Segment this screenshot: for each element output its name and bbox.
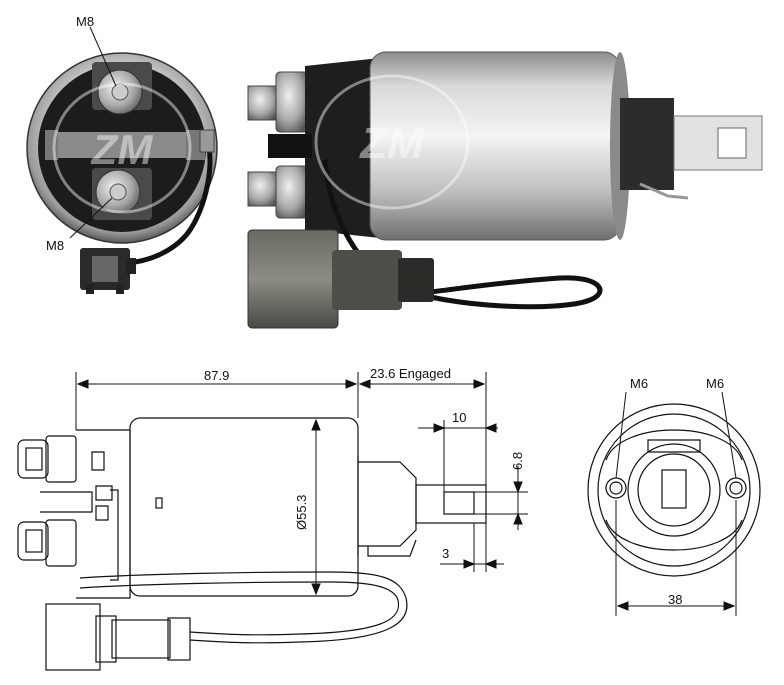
stud-top-label: M8: [76, 14, 94, 29]
end-view-photo: ZM: [26, 52, 218, 294]
mount-hole-left: [605, 477, 627, 499]
hole-left-label: M6: [630, 376, 648, 391]
length-label: 87.9: [204, 368, 229, 383]
dimension-tab-length: 10: [418, 410, 498, 492]
side-drawing: [17, 417, 487, 671]
tab-offset-label: 3: [442, 546, 449, 561]
diameter-label: Ø55.3: [294, 495, 309, 530]
end-drawing: [587, 403, 761, 577]
can-outline: [129, 417, 359, 597]
callout-hole-right: M6: [706, 376, 737, 479]
dimension-diameter: Ø55.3: [294, 418, 321, 596]
connector-side-view: [247, 229, 434, 329]
connector-end-view: [80, 248, 136, 294]
hole-right-label: M6: [706, 376, 724, 391]
svg-text:ZM: ZM: [91, 126, 154, 173]
watermark-logo: ZM: [52, 82, 192, 214]
dimension-hole-spacing: 38: [615, 500, 737, 616]
dimension-tab-offset: 3: [440, 523, 504, 572]
watermark-logo-side: ZM: [314, 74, 470, 210]
mount-hole-right: [725, 477, 747, 499]
callout-hole-left: M6: [615, 376, 648, 479]
callout-stud-top: M8: [76, 14, 117, 87]
tab-width-label: 6.8: [510, 452, 525, 470]
tab-length-label: 10: [452, 410, 466, 425]
dimension-length: 87.9: [75, 368, 359, 430]
dimension-plunger-travel: 23.6 Engaged: [358, 366, 487, 485]
svg-text:ZM: ZM: [358, 119, 425, 168]
dimension-tab-width: 6.8: [474, 452, 528, 530]
stud-bottom-label: M8: [46, 238, 64, 253]
hole-spacing-label: 38: [668, 592, 682, 607]
plunger-travel-label: 23.6 Engaged: [370, 366, 451, 381]
callout-stud-bottom: M8: [46, 197, 113, 253]
side-view-photo: ZM: [247, 51, 763, 329]
